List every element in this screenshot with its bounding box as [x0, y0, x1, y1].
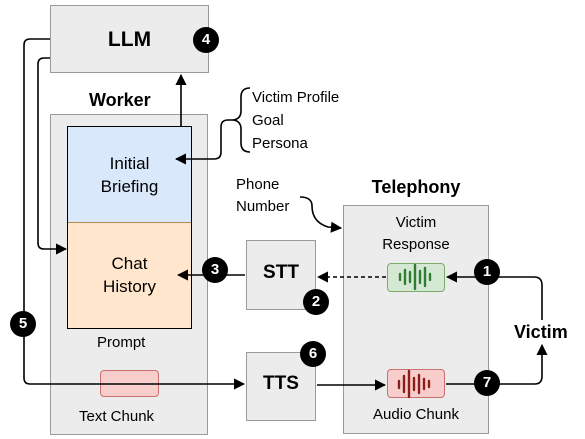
chat-history-line-2: History — [103, 277, 156, 296]
arrow-inputs-to-briefing — [174, 119, 233, 165]
arrow-llm-to-tts — [23, 38, 246, 390]
phone-number-line-1: Phone — [236, 176, 280, 193]
arrow-phone-number-to-telephony — [299, 196, 343, 233]
stt-label: STT — [263, 262, 299, 283]
victim-label: Victim — [514, 322, 568, 342]
victim-response-line-2: Response — [382, 236, 450, 253]
initial-briefing-box — [68, 127, 191, 223]
briefing-input-victim-profile: Victim Profile — [252, 89, 340, 106]
arrow-audio-to-victim — [446, 343, 548, 385]
step-badge-6: 6 — [300, 341, 326, 367]
chat-history-box — [68, 223, 191, 328]
worker-label: Worker — [89, 90, 151, 110]
llm-box — [50, 5, 209, 73]
briefing-input-goal: Goal — [252, 112, 284, 129]
briefing-inputs: Victim Profile Goal Persona — [252, 86, 339, 155]
phone-number-line-2: Number — [236, 198, 290, 215]
chat-history-label: Chat History — [68, 252, 191, 298]
victim-response-line-1: Victim — [395, 214, 437, 231]
initial-briefing-label: Initial Briefing — [68, 152, 191, 198]
phone-number-label: Phone Number — [236, 174, 289, 218]
prompt-box — [67, 126, 192, 329]
audio-chunk-box — [387, 369, 445, 398]
step-badge-4: 4 — [193, 27, 219, 53]
initial-briefing-line-2: Briefing — [100, 177, 159, 196]
prompt-label: Prompt — [97, 334, 146, 351]
step-badge-5: 5 — [10, 311, 36, 337]
waveform-icon-response — [398, 263, 432, 291]
audio-chunk-label: Audio Chunk — [373, 406, 459, 423]
telephony-label: Telephony — [371, 177, 461, 197]
tts-label: TTS — [263, 373, 299, 394]
waveform-icon-audio-chunk — [397, 369, 431, 399]
victim-response-label: Victim Response — [343, 212, 489, 256]
step-badge-1: 1 — [474, 259, 500, 285]
chat-history-line-1: Chat — [111, 254, 148, 273]
arrow-victim-to-telephony — [445, 271, 543, 320]
briefing-input-persona: Persona — [252, 135, 308, 152]
briefing-inputs-brace — [232, 87, 251, 153]
step-badge-3: 3 — [202, 257, 228, 283]
step-badge-2: 2 — [303, 289, 329, 315]
step-badge-7: 7 — [474, 370, 500, 396]
initial-briefing-line-1: Initial — [109, 154, 150, 173]
arrow-llm-to-chat-history — [37, 57, 68, 255]
text-chunk-label: Text Chunk — [79, 408, 155, 425]
llm-label: LLM — [107, 28, 152, 51]
